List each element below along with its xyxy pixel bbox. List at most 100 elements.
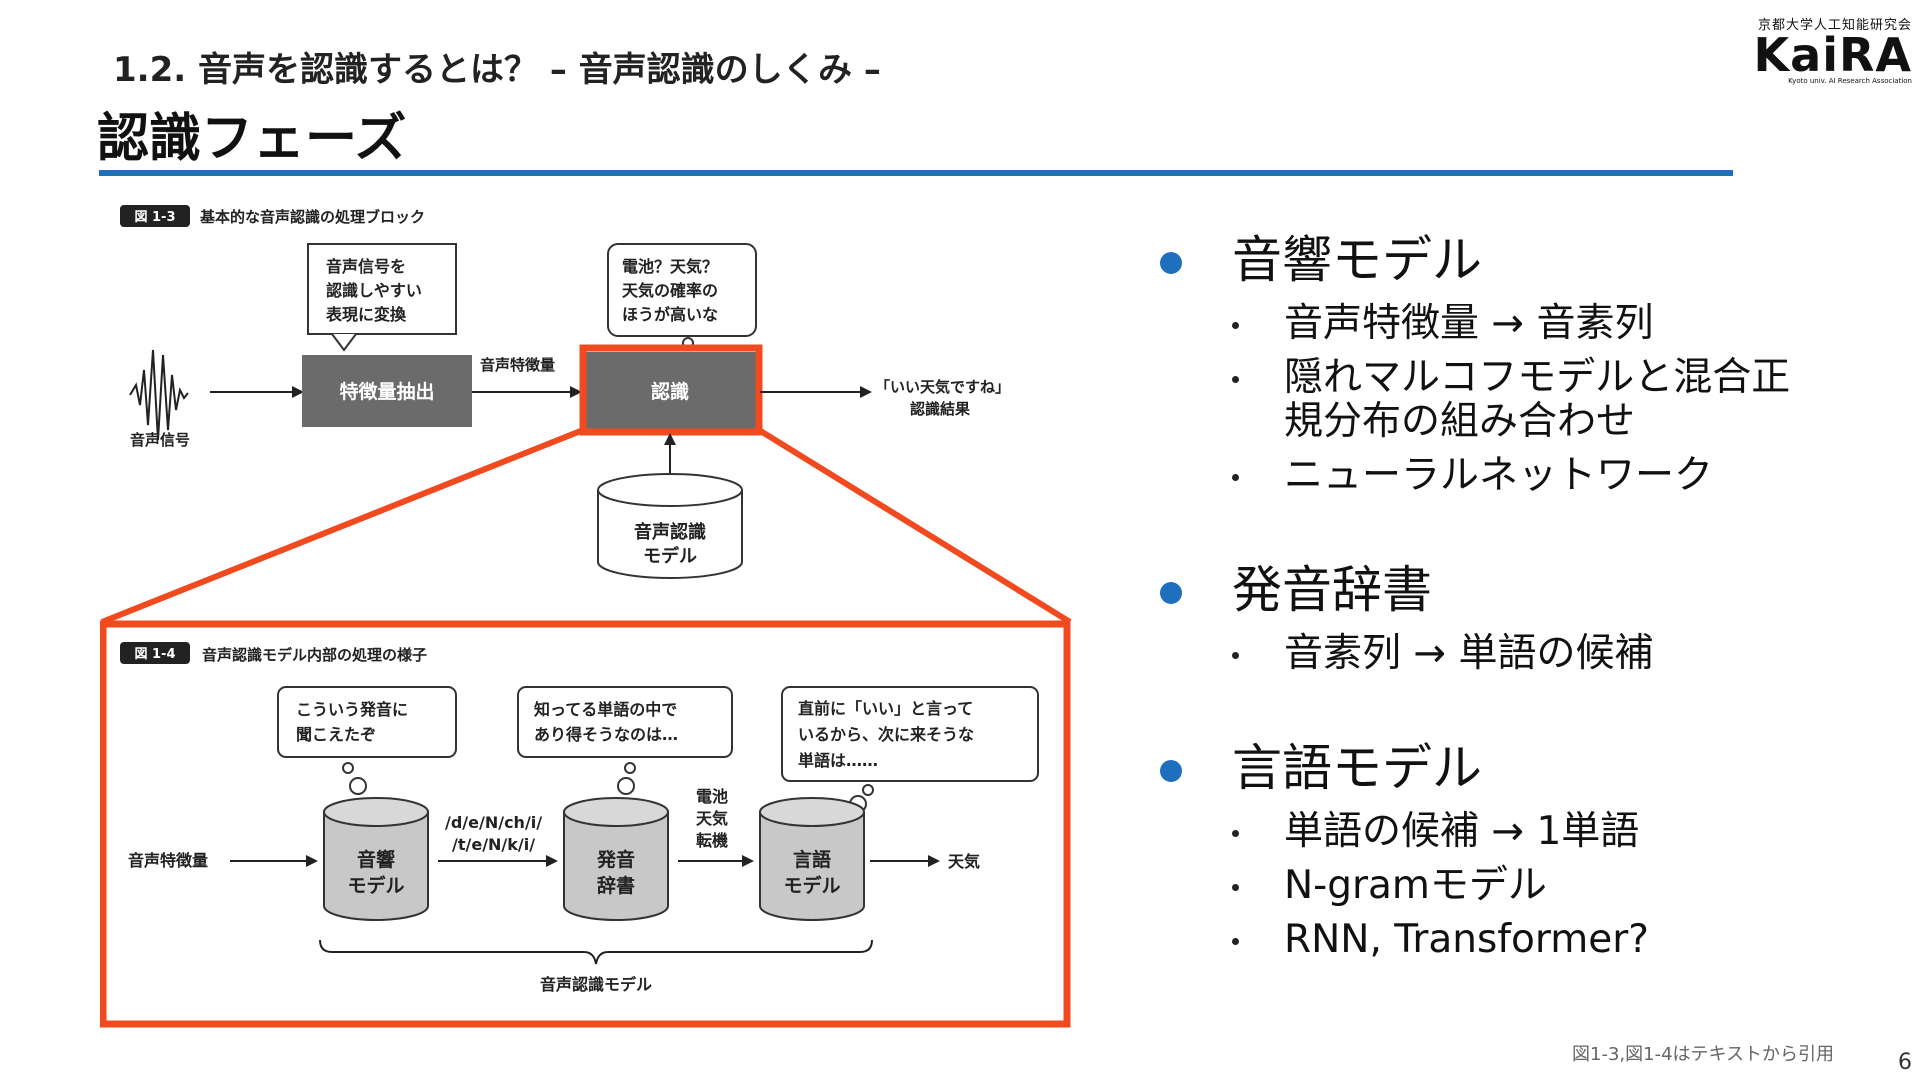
category-title: 言語モデル xyxy=(1232,739,1482,797)
bullet-text: 音声特徴量 → 音素列 xyxy=(1284,301,1654,346)
result-line2: 認識結果 xyxy=(910,400,971,418)
fig1-tag-badge xyxy=(120,205,190,227)
kaira-logo: 京都大学人工知能研究会 KaiRA Kyoto univ. AI Researc… xyxy=(1750,14,1912,85)
category-pronunciation-dictionary: 発音辞書 音素列 → 単語の候補 xyxy=(1160,558,1900,676)
feature-arrow-label: 音声特徴量 xyxy=(480,356,555,374)
bubble-feature-line2: 認識しやすい xyxy=(326,281,422,300)
bullet-item: RNN, Transformer? xyxy=(1160,918,1900,962)
db-lang-line1: 言語 xyxy=(793,848,831,871)
category-title: 音響モデル xyxy=(1232,231,1482,289)
recog-highlight xyxy=(579,344,763,436)
page-title: 認識フェーズ xyxy=(97,109,407,169)
bubble-feature-line3: 表現に変換 xyxy=(325,305,407,324)
bubble-acoustic-dot1 xyxy=(342,762,354,774)
sub-bullet-icon xyxy=(1232,322,1239,329)
result-line1: 「いい天気ですね」 xyxy=(875,378,1010,396)
bubble-dict-dot2 xyxy=(617,777,635,795)
db-dict-line2: 辞書 xyxy=(597,874,635,897)
bullet-text: N-gramモデル xyxy=(1284,863,1547,908)
fig1-tag: 図 1-3 xyxy=(134,210,175,225)
recog-box-label: 認識 xyxy=(651,380,689,403)
db-lang-line2: モデル xyxy=(783,874,840,897)
category-acoustic-model: 音響モデル 音声特徴量 → 音素列 隠れマルコフモデルと混合正規分布の組み合わせ… xyxy=(1160,228,1900,498)
bullet-text: 単語の候補 → 1単語 xyxy=(1284,809,1640,854)
bubble-lang-dot1 xyxy=(862,784,874,796)
db-acoustic-top xyxy=(323,797,429,827)
bubble-lang-line2: いるから、次に来そうな xyxy=(798,725,974,744)
fig1-caption: 基本的な音声認識の処理ブロック xyxy=(199,208,425,226)
bullet-item: N-gramモデル xyxy=(1160,864,1900,908)
bullet-dot-icon xyxy=(1160,252,1182,274)
logo-name: KaiRA xyxy=(1753,28,1912,82)
db-acoustic-line2: モデル xyxy=(347,874,404,897)
category-language-model: 言語モデル 単語の候補 → 1単語 N-gramモデル RNN, Transfo… xyxy=(1160,736,1900,962)
fig2-tag-badge xyxy=(120,642,190,664)
sub-bullet-icon xyxy=(1232,884,1239,891)
bubble-dict-line2: あり得そうなのは… xyxy=(534,725,678,744)
bubble-dict-line1: 知ってる単語の中で xyxy=(534,700,677,719)
waveform-icon xyxy=(129,349,189,441)
bullet-dot-icon xyxy=(1160,760,1182,782)
bullet-item: 音声特徴量 → 音素列 xyxy=(1160,302,1900,346)
db-lang xyxy=(759,812,865,921)
bubble-recog-line2: 天気の確率の xyxy=(622,281,718,300)
bullet-text: 音素列 → 単語の候補 xyxy=(1284,631,1654,676)
bullet-text: 隠れマルコフモデルと混合正規分布の組み合わせ xyxy=(1284,355,1791,444)
fig2-caption: 音声認識モデル内部の処理の様子 xyxy=(202,646,427,664)
sub-bullet-icon xyxy=(1232,474,1239,481)
candidate-2: 天気 xyxy=(696,809,728,828)
sub-bullet-icon xyxy=(1232,376,1239,383)
bullet-dot-icon xyxy=(1160,582,1182,604)
bubble-lang-line3: 単語は…… xyxy=(798,751,878,770)
bubble-acoustic-line2: 聞こえたぞ xyxy=(296,725,376,744)
db-dict-top xyxy=(563,797,669,827)
bubble-recog-line3: ほうが高いな xyxy=(622,305,718,324)
category-heading: 音響モデル xyxy=(1160,228,1900,292)
brace-label: 音声認識モデル xyxy=(540,975,652,994)
category-title: 発音辞書 xyxy=(1232,561,1432,619)
bullet-item: 隠れマルコフモデルと混合正規分布の組み合わせ xyxy=(1160,356,1804,444)
zoom-line-right xyxy=(757,427,1072,625)
model-brace xyxy=(319,939,873,965)
phoneme-line1: /d/e/N/ch/i/ xyxy=(445,813,542,832)
recognition-diagram: 図 1-3 基本的な音声認識の処理ブロック 音声信号を 認識しやすい 表現に変換… xyxy=(100,200,1072,1030)
model-db xyxy=(597,490,743,579)
sub-bullet-icon xyxy=(1232,652,1239,659)
phoneme-line2: /t/e/N/k/i/ xyxy=(452,835,535,854)
fig2-output-label: 天気 xyxy=(948,852,980,871)
bubble-recog-line1: 電池？天気？ xyxy=(622,257,718,276)
category-heading: 発音辞書 xyxy=(1160,558,1900,622)
logo-subtitle: 京都大学人工知能研究会 xyxy=(1757,18,1912,33)
db-dict-line1: 発音 xyxy=(596,848,635,871)
candidate-3: 転機 xyxy=(696,831,728,850)
section-title: 1.2. 音声を認識するとは？ – 音声認識のしくみ – xyxy=(113,50,881,90)
bubble-acoustic xyxy=(277,686,457,758)
db-acoustic-line1: 音響 xyxy=(357,848,395,871)
db-acoustic xyxy=(323,812,429,921)
fig2-tag: 図 1-4 xyxy=(134,647,175,662)
bubble-feature-line1: 音声信号を xyxy=(326,257,406,276)
bubble-dict xyxy=(517,686,733,758)
bullet-item: 音素列 → 単語の候補 xyxy=(1160,632,1900,676)
bullet-text: ニューラルネットワーク xyxy=(1284,453,1714,498)
diagram-svg: 図 1-3 基本的な音声認識の処理ブロック 音声信号を 認識しやすい 表現に変換… xyxy=(100,205,1072,1028)
bubble-feature-tail xyxy=(331,333,357,352)
title-divider xyxy=(99,170,1733,176)
model-db-top xyxy=(597,473,743,507)
recog-box xyxy=(580,352,760,432)
fig2-input-label: 音声特徴量 xyxy=(128,851,208,870)
zoom-line-left xyxy=(100,427,585,625)
bubble-feature xyxy=(307,243,457,335)
bubble-lang xyxy=(781,686,1039,782)
model-db-line2: モデル xyxy=(643,545,697,567)
bubble-dict-dot1 xyxy=(624,762,636,774)
bubble-acoustic-line1: こういう発音に xyxy=(296,700,408,719)
logo-tagline: Kyoto univ. AI Research Association xyxy=(1788,77,1912,85)
feature-box xyxy=(302,355,472,427)
sub-bullet-icon xyxy=(1232,830,1239,837)
bubble-recog xyxy=(607,243,757,337)
feature-box-label: 特徴量抽出 xyxy=(339,380,434,403)
footnote: 図1-3,図1-4はテキストから引用 xyxy=(1572,1044,1834,1065)
model-db-line1: 音声認識 xyxy=(634,521,706,543)
db-lang-top xyxy=(759,797,865,827)
